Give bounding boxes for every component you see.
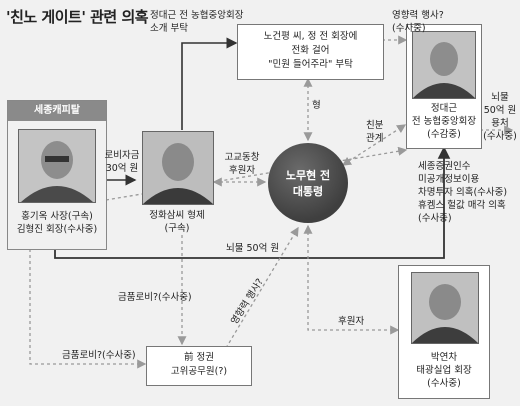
label-friend-2: 관계 [366,133,384,144]
kim-caption: 김형진 회장(수사중) [16,224,98,235]
label-allegation-2: 미공개정보이용 [418,174,480,185]
roh-line-1: 노무현 전 [285,169,331,182]
label-intro-request-1: 정대근 전 농협중앙회장 [150,10,244,21]
label-sponsor: 후원자 [338,316,365,327]
label-allegation-5: (수사중) [418,213,452,224]
label-influence-top-2: (수사중) [392,23,426,34]
label-allegation-4: 휴켐스 헐값 매각 의혹 [418,200,506,211]
label-bribe-side-1: 뇌물 [491,92,509,103]
official-line-2: 고위공무원(?) [170,366,228,377]
label-lobby-2: 30억 원 [105,163,139,174]
jung-daegeun-box: 정대근 전 농협중앙회장 (수감중) [406,24,482,149]
label-bribe-side-4: (수사중) [483,131,517,142]
label-allegation-3: 차명투자 의혹(수사중) [418,187,508,198]
jung-daegeun-title: 전 농협중앙회장 [411,116,477,127]
jung-daegeun-name: 정대근 [430,103,458,114]
label-bribe-main: 뇌물 50억 원 [226,243,280,254]
arrow-intro-request [181,37,238,130]
arrow-influence-diag [225,226,299,349]
label-friend-1: 친분 [366,120,384,131]
sejong-capital-group: 세종캐피탈 홍기옥 사장(구속) 김형진 회장(수사중) [7,100,107,250]
label-bribe-side-2: 50억 원 [483,105,517,116]
label-bribe-side-3: 용처 [491,118,509,129]
label-brother: 형 [312,100,321,111]
jung-brothers-caption-1: 정화삼씨 형제 [149,210,205,221]
roh-brother-line-1: 노건평 씨, 정 전 회장에 [263,31,358,42]
arrow-bribe [54,146,451,259]
group-header: 세종캐피탈 [8,101,106,121]
official-line-1: 前 정권 [184,352,214,363]
jung-brothers-photo [142,131,214,205]
official-box: 前 정권 고위공무원(?) [146,346,252,386]
label-intro-request-2: 소개 부탁 [150,23,188,34]
jung-daegeun-status: (수감중) [427,129,461,140]
portrait-icon [143,132,213,204]
label-allegation-1: 세종증권인수 [418,161,471,172]
park-photo [411,272,479,344]
roh-brother-line-2: 전화 걸어 [291,45,330,56]
label-lobby-1: 로비자금 [104,150,140,161]
hong-caption: 홍기옥 사장(구속) [21,211,93,222]
jung-daegeun-photo [412,31,476,99]
label-lobby-money-2: 금품로비?(수사중) [62,350,136,361]
roh-moohyun-node: 노무현 전 대통령 [268,143,348,223]
portrait-icon [413,32,475,98]
label-influence-top-1: 영향력 행사? [392,10,444,21]
hong-kim-photo [18,129,96,203]
park-name: 박연차 [430,352,458,363]
roh-brother-line-3: "민원 들어주라" 부탁 [268,59,353,70]
roh-line-2: 대통령 [292,185,324,198]
park-box: 박연차 태광실업 회장 (수사중) [398,265,490,399]
portrait-icon [19,130,95,202]
roh-brother-box: 노건평 씨, 정 전 회장에 전화 걸어 "민원 들어주라" 부탁 [237,24,384,80]
arrow-lobby-money-2 [29,249,147,369]
jung-brothers-caption-2: (구속) [164,223,190,234]
label-alumni-2: 후원자 [228,165,256,176]
label-lobby-money-1: 금품로비?(수사중) [118,292,192,303]
arrow-friendship [341,124,407,166]
portrait-icon [412,273,478,343]
arrow-sponsor [303,224,400,335]
park-title: 태광실업 회장 [416,365,472,376]
diagram-title: '친노 게이트' 관련 의혹 [6,8,149,26]
park-status: (수사중) [427,378,461,389]
label-alumni-1: 고교동창 [224,152,260,163]
